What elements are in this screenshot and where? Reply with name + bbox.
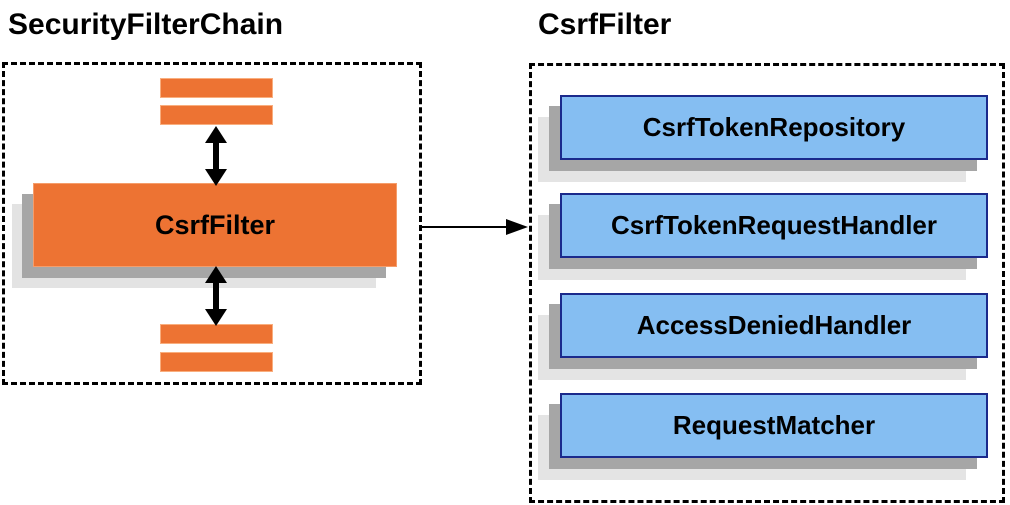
- component-box-request-matcher: RequestMatcher: [560, 393, 988, 458]
- component-box-csrf-token-request-handler: CsrfTokenRequestHandler: [560, 193, 988, 258]
- component-label: CsrfTokenRepository: [642, 112, 906, 142]
- filter-stack-bar-top-2: [160, 105, 273, 125]
- filter-stack-bar-bottom-1: [160, 324, 273, 344]
- csrf-filter-panel: [529, 63, 1005, 503]
- double-arrow-top-icon: [202, 126, 230, 186]
- component-label: AccessDeniedHandler: [636, 310, 912, 340]
- security-filter-chain-panel: [2, 62, 422, 385]
- filter-stack-bar-top-1: [160, 78, 273, 98]
- component-label: RequestMatcher: [672, 410, 876, 440]
- double-arrow-bottom-icon: [202, 266, 230, 326]
- right-arrow-icon: [421, 217, 529, 237]
- right-panel-title: CsrfFilter: [538, 8, 672, 41]
- filter-stack-bar-bottom-2: [160, 352, 273, 372]
- component-box-access-denied-handler: AccessDeniedHandler: [560, 293, 988, 358]
- csrf-filter-box: CsrfFilter: [33, 183, 397, 267]
- csrf-filter-box-label: CsrfFilter: [154, 209, 276, 240]
- component-box-csrf-token-repository: CsrfTokenRepository: [560, 95, 988, 160]
- left-panel-title: SecurityFilterChain: [8, 8, 284, 41]
- component-label: CsrfTokenRequestHandler: [610, 210, 938, 240]
